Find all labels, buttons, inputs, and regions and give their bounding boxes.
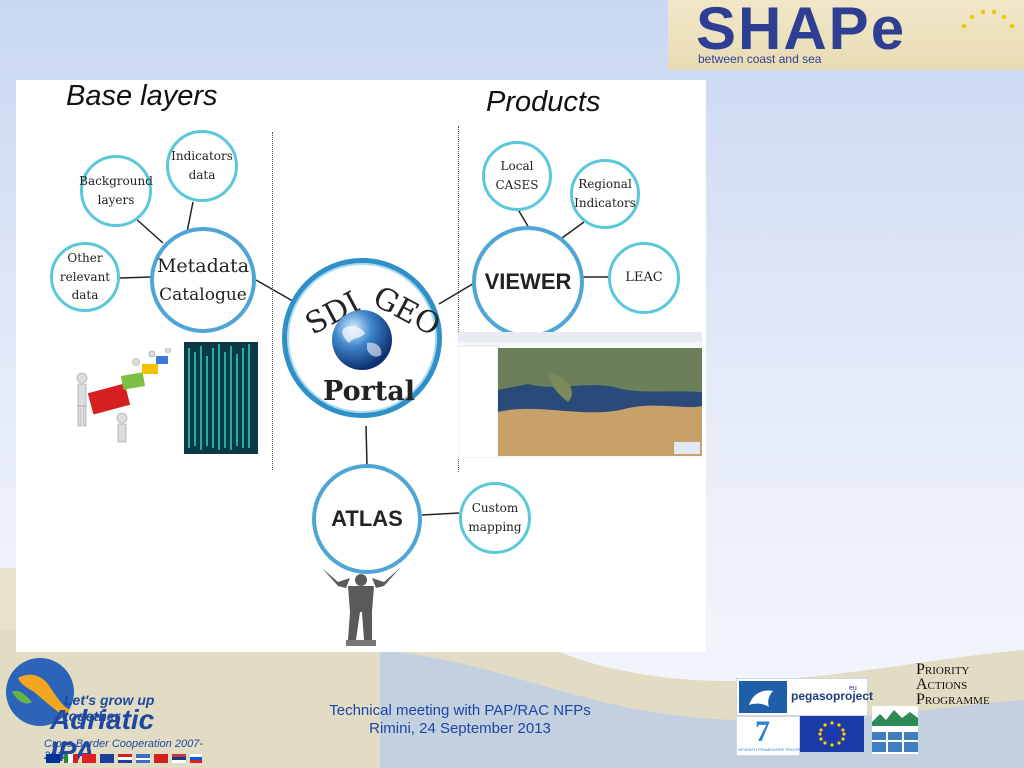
viewer-map-screenshot (458, 332, 702, 458)
products-heading: Products (486, 86, 601, 118)
leac-node: LEAC (608, 242, 680, 314)
atlas-node: ATLAS (312, 464, 422, 574)
fp7-label: SEVENTH FRAMEWORK PROGRAMME (738, 747, 813, 752)
country-flags-icon (46, 754, 202, 763)
regional-indicators-node: Regional Indicators (570, 159, 640, 229)
indicators-data-node: Indicators data (166, 130, 238, 202)
eu-flag-icon (800, 716, 864, 752)
puzzle-team-image (76, 348, 171, 443)
fp7-logo: 7 SEVENTH FRAMEWORK PROGRAMME (736, 715, 812, 756)
fp7-number: 7 (755, 715, 770, 748)
binary-data-image (184, 342, 258, 454)
stars-icon (961, 9, 1015, 29)
pap-line-3: Programme (916, 691, 990, 708)
sdi-geo-portal-hub: SDI GEO Portal (282, 258, 446, 418)
shape-logo-tagline: between coast and sea (698, 52, 822, 66)
left-divider (272, 132, 273, 470)
diagram-panel: Base layers Products Indicators data Bac… (16, 80, 706, 652)
local-cases-node: Local CASES (482, 141, 552, 211)
pap-text: Priority Actions Programme (916, 661, 990, 708)
pegaso-logo: pegasoproject eu (736, 678, 873, 716)
catalogue-label: Catalogue (159, 284, 247, 305)
footer-line-1: Technical meeting with PAP/RAC NFPs (329, 702, 591, 719)
connector-lines (118, 201, 608, 516)
pegaso-horse-icon (739, 681, 787, 713)
pap-wave-icon (872, 706, 918, 754)
pegaso-suffix: eu (849, 685, 857, 692)
metadata-label: Metadata (156, 255, 250, 278)
viewer-node: VIEWER (472, 226, 584, 338)
pap-line-2: Actions (916, 676, 968, 693)
shape-logo-word: SHAPe (696, 0, 907, 62)
pegaso-label: pegasoproject (791, 689, 874, 703)
shape-logo: SHAPe between coast and sea (668, 0, 1024, 70)
base-layers-heading: Base layers (66, 80, 218, 112)
other-relevant-data-node: Other relevant data (50, 242, 120, 312)
portal-label: Portal (323, 376, 416, 407)
adriatic-slogan: Let's grow up together (64, 692, 155, 724)
adriatic-map-icon (6, 658, 74, 726)
footer-line-2: Rimini, 24 September 2013 (369, 720, 551, 737)
adriatic-ipa-logo: Let's grow up together Adriatic IPA Cros… (4, 652, 204, 767)
pap-line-1: Priority (916, 661, 970, 678)
background-layers-node: Background layers (79, 155, 153, 227)
globe-icon (332, 310, 392, 370)
custom-mapping-node: Custom mapping (459, 482, 531, 554)
right-divider (458, 126, 459, 472)
atlas-statue-image (322, 568, 400, 646)
